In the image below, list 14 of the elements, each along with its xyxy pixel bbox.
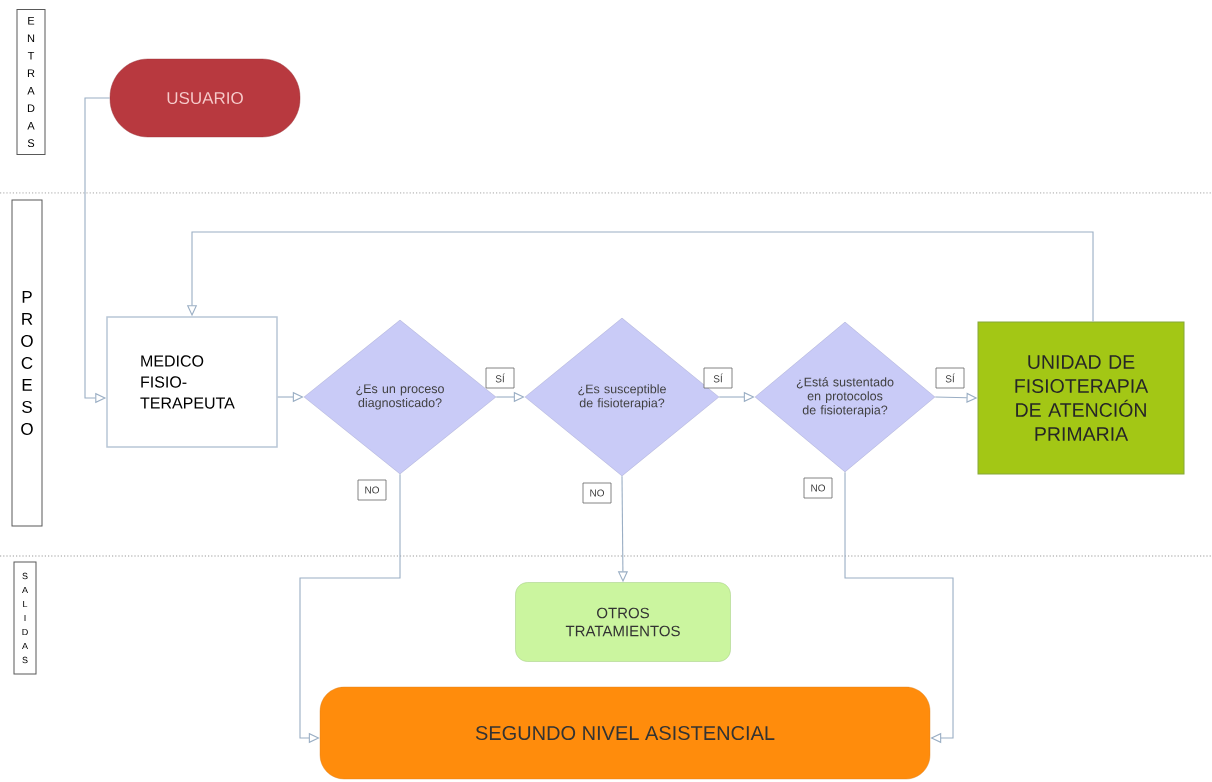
edge-label: NO [582, 482, 612, 504]
lane-label: PROCESO [11, 199, 43, 527]
edge-label: NO [803, 477, 833, 499]
arrow [844, 471, 954, 744]
lane-label: ENTRADAS [16, 9, 46, 155]
output-box: SEGUNDO NIVEL ASISTENCIAL [319, 686, 931, 780]
edge-label: SÍ [703, 367, 733, 389]
edge-label: SÍ [485, 367, 515, 389]
edge-label: NO [357, 479, 387, 501]
process-box: MEDICO FISIO- TERAPEUTA [106, 316, 278, 448]
process-box: UNIDAD DE FISIOTERAPIA DE ATENCIÓN PRIMARIA [977, 321, 1185, 475]
output-box: OTROS TRATAMIENTOS [515, 582, 731, 662]
edge-label: SÍ [935, 367, 965, 389]
lane-label: SALIDAS [13, 561, 37, 675]
